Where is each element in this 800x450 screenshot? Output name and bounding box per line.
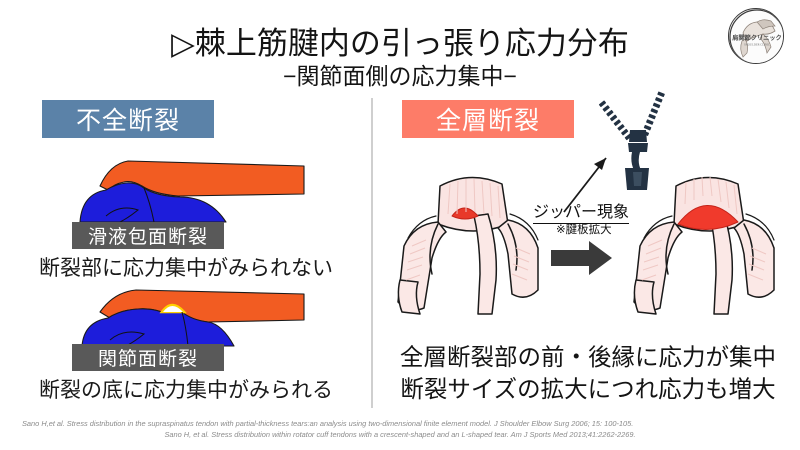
section-header-partial-tear: 不全断裂 — [42, 100, 214, 138]
progression-arrow-icon — [551, 241, 612, 275]
zipper-slider-top — [629, 130, 647, 142]
diagram-bursal-side-tear — [79, 160, 305, 223]
section-header-full-thickness-tear: 全層断裂 — [402, 100, 574, 138]
zipper-pointer-arrow-icon — [563, 157, 607, 213]
caption-bursal-side-tear: 断裂部に応力集中がみられない — [39, 257, 333, 280]
texture-hatching — [641, 176, 767, 281]
label-bursal-side-tear: 滑液包面断裂 — [72, 222, 224, 249]
humeral-head-shape — [79, 182, 227, 223]
zipper-icon — [598, 91, 665, 190]
tear-region-small — [451, 207, 479, 220]
conclusion-line-1: 全層断裂部の前・後縁に応力が集中 — [400, 344, 776, 370]
citation-line-1: Sano H,et al. Stress distribution in the… — [22, 419, 634, 428]
zipper-phenomenon-note: ※腱板拡大 — [556, 224, 612, 236]
zipper-pull-neck — [631, 152, 641, 170]
label-articular-side-tear: 関節面断裂 — [72, 344, 224, 371]
zipper-slider-body — [628, 143, 648, 152]
shoulder-anatomy-logo-icon: 肩関節クリニック SHOULDER CLINIC — [728, 8, 784, 64]
tear-region-large — [677, 205, 739, 230]
conclusion-line-2: 断裂サイズの拡大につれ応力も増大 — [400, 376, 776, 402]
texture-hatching — [405, 178, 531, 281]
caption-articular-side-tear: 断裂の底に応力集中がみられる — [39, 379, 333, 402]
rotator-cuff-small-tear-illustration — [397, 176, 539, 315]
zipper-teeth-right — [641, 91, 665, 136]
diagram-articular-side-tear — [81, 289, 305, 347]
citation-line-2: Sano H, et al. Stress distribution withi… — [164, 430, 636, 439]
stress-concentration-core — [163, 306, 183, 312]
svg-text:肩関節クリニック: 肩関節クリニック — [731, 34, 782, 42]
page-subtitle: −関節面側の応力集中− — [283, 63, 517, 89]
svg-text:SHOULDER CLINIC: SHOULDER CLINIC — [744, 43, 770, 47]
rotator-cuff-large-tear-illustration — [633, 176, 775, 315]
zipper-teeth-left — [598, 100, 632, 141]
page-title: ▷棘上筋腱内の引っ張り応力分布 — [171, 26, 629, 61]
humeral-head-shape — [81, 308, 235, 347]
panel-divider — [371, 98, 373, 408]
zipper-phenomenon-label: ジッパー現象 — [533, 198, 630, 224]
